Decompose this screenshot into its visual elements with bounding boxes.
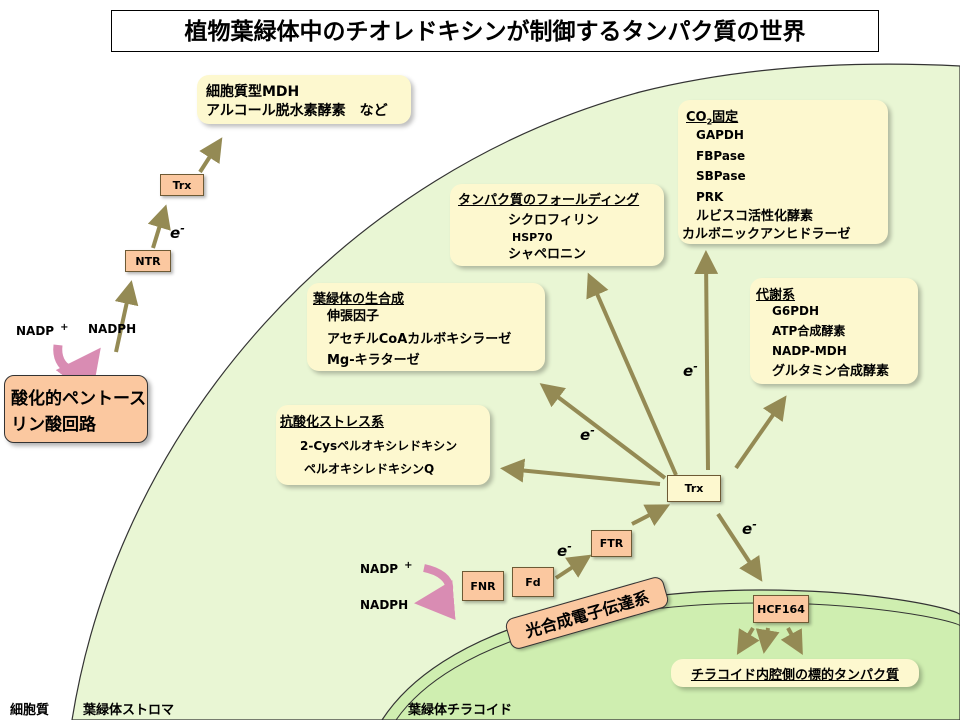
metabolism-box: 代謝系 G6PDH ATP合成酵素 NADP-MDH グルタミン合成酵素 — [750, 278, 918, 384]
cytosol-target-line2: アルコール脱水素酵素 など — [206, 103, 388, 119]
stroma-nadp-label: NADP+ — [360, 560, 413, 576]
page-title: 植物葉緑体中のチオレドキシンが制御するタンパク質の世界 — [111, 10, 879, 52]
co2-fixation-box: CO2固定 GAPDH FBPase SBPase PRK ルビスコ活性化酵素 … — [678, 100, 888, 244]
co2-item-6: カルボニックアンヒドラーゼ — [682, 227, 851, 242]
co2-heading: CO2固定 — [686, 110, 739, 127]
metabolism-item-1: G6PDH — [772, 304, 819, 318]
cytosol-nadph-label: NADPH — [88, 322, 137, 336]
stroma-electron-label-1: e- — [683, 360, 698, 380]
fnr-box: FNR — [462, 571, 504, 601]
label-thylakoid: 葉緑体チラコイド — [408, 703, 513, 718]
biogenesis-box: 葉緑体の生合成 伸張因子 アセチルCoAカルボキシラーゼ Mg-キラターゼ — [307, 283, 545, 371]
ntr-box: NTR — [125, 250, 171, 272]
stroma-electron-label-4: e- — [557, 540, 572, 560]
metabolism-item-2: ATP合成酵素 — [772, 324, 846, 338]
co2-item-5: ルビスコ活性化酵素 — [696, 209, 814, 224]
stroma-trx-box: Trx — [667, 475, 721, 502]
biogenesis-item-1: 伸張因子 — [327, 309, 380, 324]
biogenesis-item-2: アセチルCoAカルボキシラーゼ — [327, 332, 512, 347]
folding-box: タンパク質のフォールディング シクロフィリン HSP70 シャペロニン — [450, 184, 664, 266]
co2-item-2: FBPase — [696, 149, 746, 163]
stroma-electron-label-3: e- — [742, 518, 757, 538]
antioxidant-heading: 抗酸化ストレス系 — [280, 415, 385, 430]
antioxidant-item-2: ペルオキシレドキシンQ — [304, 462, 435, 476]
nadp-cycle-arrow-cytosol — [53, 344, 101, 398]
ftr-box: FTR — [591, 530, 632, 557]
biogenesis-item-3: Mg-キラターゼ — [327, 353, 420, 368]
co2-item-4: PRK — [696, 190, 724, 204]
cytosol-target-box: 細胞質型MDH アルコール脱水素酵素 など — [197, 75, 411, 124]
folding-item-2: HSP70 — [512, 231, 553, 244]
cytosol-target-line1: 細胞質型MDH — [206, 84, 300, 100]
co2-item-3: SBPase — [696, 169, 746, 183]
ppp-line1: 酸化的ペントース — [11, 389, 147, 409]
cytosol-nadp-label: NADP+ — [16, 322, 69, 338]
co2-item-1: GAPDH — [696, 128, 744, 142]
label-cytoplasm: 細胞質 — [10, 703, 50, 718]
ppp-line2: リン酸回路 — [11, 415, 96, 435]
stroma-electron-label-2: e- — [580, 424, 595, 444]
folding-heading: タンパク質のフォールディング — [458, 193, 640, 208]
antioxidant-box: 抗酸化ストレス系 2-Cysペルオキシレドキシン ペルオキシレドキシンQ — [276, 405, 490, 485]
thylakoid-target-box: チラコイド内腔側の標的タンパク質 — [671, 659, 919, 687]
biogenesis-heading: 葉緑体の生合成 — [313, 292, 405, 307]
metabolism-heading: 代謝系 — [756, 288, 796, 303]
hcf164-box: HCF164 — [753, 595, 809, 623]
metabolism-item-4: グルタミン合成酵素 — [772, 364, 890, 379]
fd-box: Fd — [512, 567, 554, 597]
thylakoid-membrane — [381, 589, 960, 720]
label-stroma: 葉緑体ストロマ — [83, 703, 175, 718]
stroma-nadph-label: NADPH — [360, 598, 409, 612]
cytosol-trx-box: Trx — [160, 174, 204, 196]
pentose-phosphate-box: 酸化的ペントース リン酸回路 — [4, 375, 148, 443]
nadp-cycle-arrow-stroma — [414, 564, 456, 620]
antioxidant-item-1: 2-Cysペルオキシレドキシン — [300, 439, 458, 453]
metabolism-item-3: NADP-MDH — [772, 344, 847, 358]
folding-item-1: シクロフィリン — [508, 213, 599, 228]
cytosol-electron-label: e- — [170, 222, 185, 242]
folding-item-3: シャペロニン — [508, 247, 587, 262]
